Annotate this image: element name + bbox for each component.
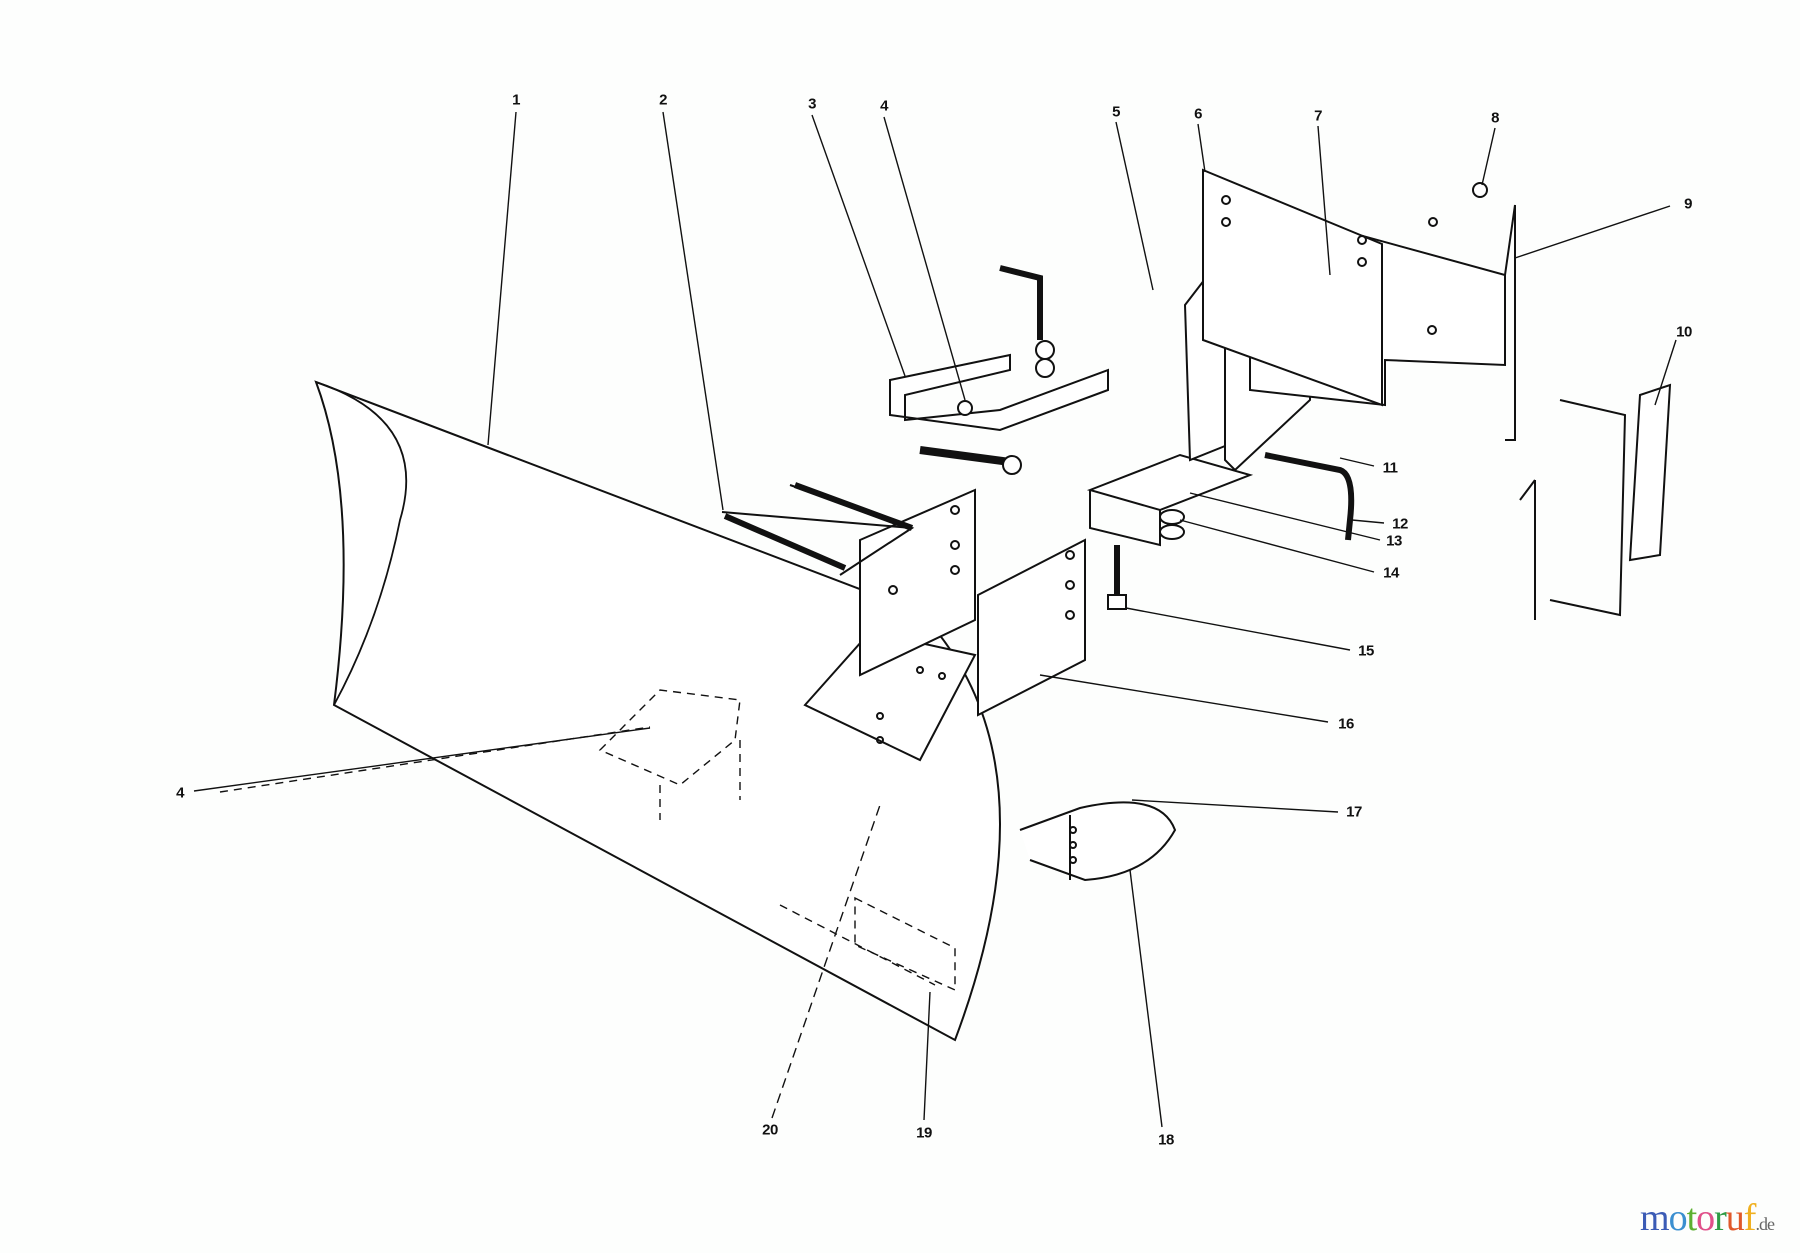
center-plate — [803, 630, 977, 762]
watermark-suffix: .de — [1755, 1214, 1774, 1234]
callout-c16: 16 — [1338, 715, 1354, 733]
callout-c10: 10 — [1676, 323, 1692, 341]
callout-c1: 1 — [512, 91, 520, 109]
callout-c20: 20 — [762, 1121, 778, 1139]
callout-c12: 12 — [1392, 515, 1408, 533]
callout-c6: 6 — [1194, 105, 1202, 123]
watermark-letter: m — [1640, 1197, 1670, 1239]
callout-c15: 15 — [1358, 642, 1374, 660]
left-mount-plate — [219, 689, 741, 820]
callout-c17: 17 — [1346, 803, 1362, 821]
callout-c18: 18 — [1158, 1131, 1174, 1149]
pivot-bracket — [859, 488, 1086, 717]
watermark-letter: t — [1686, 1197, 1698, 1239]
callout-c14: 14 — [1383, 564, 1399, 582]
watermark-letter: u — [1725, 1197, 1745, 1239]
runner-shoe — [1019, 801, 1177, 882]
callout-c13: 13 — [1386, 532, 1402, 550]
watermark-letter: o — [1696, 1197, 1715, 1239]
callout-c9: 9 — [1684, 195, 1692, 213]
callout-c7: 7 — [1314, 107, 1322, 125]
mount-plates — [1202, 168, 1516, 441]
leader-lines — [193, 111, 1677, 1128]
callout-c2: 2 — [659, 91, 667, 109]
washers — [1159, 509, 1185, 540]
plow-blade — [314, 380, 1001, 1042]
callout-c8: 8 — [1491, 109, 1499, 127]
callout-c3: 3 — [808, 95, 816, 113]
watermark-letter: o — [1668, 1197, 1688, 1239]
u-channel — [889, 353, 1109, 475]
callout-c4b: 4 — [176, 784, 184, 802]
l-pin — [999, 265, 1055, 378]
bottom-block — [779, 896, 956, 992]
u-pin — [1264, 452, 1355, 541]
watermark-letter: r — [1714, 1197, 1727, 1239]
motoruf-watermark: motoruf.de — [1640, 1196, 1775, 1240]
bracket-10 — [1519, 383, 1672, 620]
callout-c11: 11 — [1382, 459, 1398, 477]
callout-c5: 5 — [1112, 103, 1120, 121]
pin — [721, 482, 915, 576]
bolt-15 — [1107, 545, 1127, 610]
callout-c4: 4 — [880, 97, 888, 115]
callout-c19: 19 — [916, 1124, 932, 1142]
watermark-letter: f — [1743, 1197, 1757, 1239]
